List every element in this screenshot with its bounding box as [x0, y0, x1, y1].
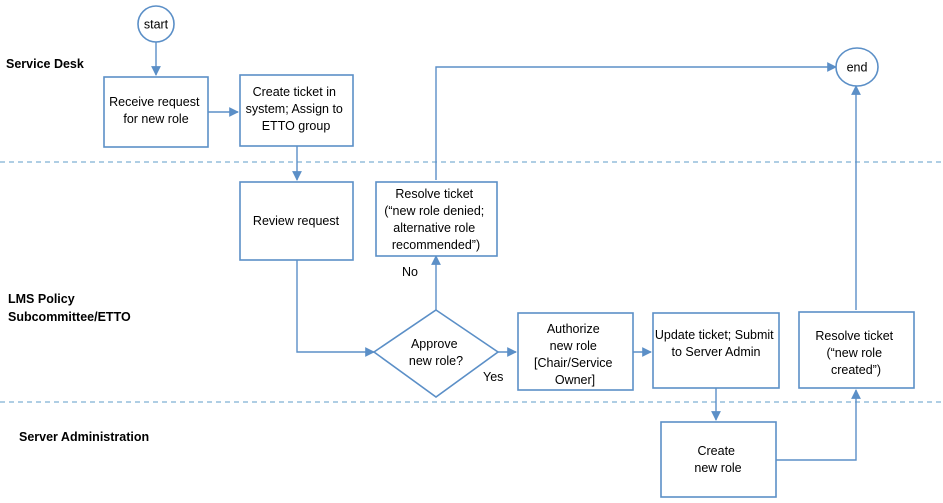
end-terminal-label: end — [847, 61, 868, 75]
receive-request-box — [103, 76, 209, 148]
node-end: end — [835, 47, 879, 87]
approve-decision-label: Approve new role? — [409, 337, 463, 368]
node-create-role: Create new role — [660, 421, 777, 498]
edge-create-role-resolve-created — [776, 389, 861, 461]
review-request-label: Review request — [253, 214, 340, 228]
review-request-box — [239, 181, 354, 261]
start-terminal-shape — [137, 5, 175, 43]
end-terminal-shape — [835, 47, 879, 87]
authorize-label: Authorize new role [Chair/Service Owner] — [534, 322, 616, 387]
node-create-ticket: Create ticket in system; Assign to ETTO … — [239, 74, 354, 147]
node-receive-request: Receive request for new role — [103, 76, 209, 148]
resolve-denied-box — [375, 181, 498, 257]
authorize-box — [517, 312, 634, 391]
resolve-denied-label: Resolve ticket (“new role denied; altern… — [384, 187, 488, 252]
update-ticket-label: Update ticket; Submit to Server Admin — [655, 328, 777, 359]
node-start: start — [137, 5, 175, 43]
update-ticket-box — [652, 312, 780, 389]
start-terminal-label: start — [144, 18, 169, 32]
node-resolve-denied: Resolve ticket (“new role denied; altern… — [375, 181, 498, 257]
node-resolve-created: Resolve ticket (“new role created”) — [798, 311, 915, 389]
create-ticket-label: Create ticket in system; Assign to ETTO … — [246, 85, 347, 133]
receive-request-label: Receive request for new role — [109, 95, 203, 126]
create-role-label: Create new role — [694, 444, 741, 475]
node-approve-decision: Approve new role? — [372, 309, 500, 398]
resolve-created-label: Resolve ticket (“new role created”) — [815, 329, 896, 377]
lane-label-service-desk: Service Desk — [6, 57, 84, 71]
approve-decision-diamond — [372, 309, 500, 398]
edge-review-approve — [296, 260, 375, 357]
lane-label-lms-policy: LMS Policy Subcommittee/ETTO — [8, 292, 131, 324]
resolve-created-box — [798, 311, 915, 389]
edges — [151, 42, 861, 461]
edge-label-yes: Yes — [483, 370, 503, 384]
node-update-ticket: Update ticket; Submit to Server Admin — [652, 312, 780, 389]
edge-label-no: No — [402, 265, 418, 279]
node-review-request: Review request — [239, 181, 354, 261]
create-role-box — [660, 421, 777, 498]
edge-resolve-denied-end — [435, 62, 837, 180]
create-ticket-box — [239, 74, 354, 147]
lane-label-server-admin: Server Administration — [19, 430, 149, 444]
node-authorize: Authorize new role [Chair/Service Owner] — [517, 312, 634, 391]
